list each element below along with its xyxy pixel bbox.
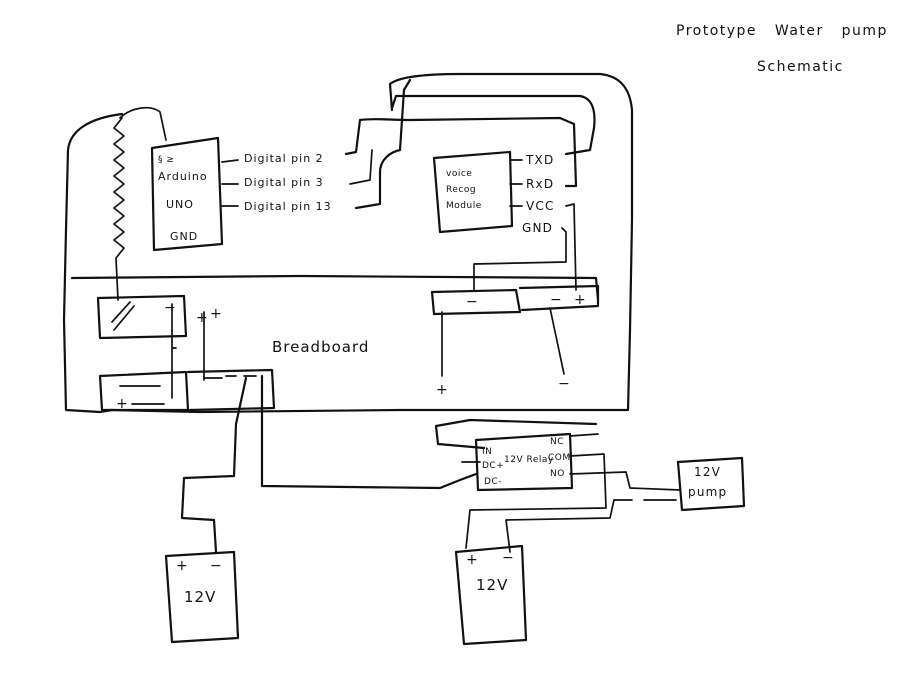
voice-vcc-label: VCC — [526, 199, 555, 213]
wire-left-rail-dash — [119, 385, 165, 405]
voice-module-line1: voice — [446, 169, 472, 179]
wire-txd-loop — [390, 94, 596, 156]
wire-left-rail-vertical — [171, 303, 177, 399]
battery-right-label: 12V — [476, 576, 508, 594]
relay-label: 12V Relay — [504, 455, 554, 465]
battery-left-label: 12V — [184, 588, 216, 606]
wire-pin2-to-rxd — [344, 116, 578, 188]
relay-no-label: NO — [550, 469, 565, 479]
wire-pin13-to-module — [354, 78, 412, 210]
relay-com-label: COM — [548, 453, 571, 463]
wire-relay-nc — [569, 433, 599, 437]
pump-label-line2: pump — [688, 485, 727, 499]
rail-left-plus-bottom: + — [116, 396, 128, 412]
battery-right-plus: + — [466, 552, 478, 568]
wire-zigzag — [113, 117, 125, 301]
breadboard-label: Breadboard — [272, 338, 369, 356]
battery-right-body — [454, 544, 528, 646]
voice-gnd-label: GND — [522, 221, 553, 235]
voice-module-line3: Module — [446, 201, 482, 211]
wire-voice-gnd-down — [473, 227, 567, 291]
relay-dc-plus-label: DC+ — [482, 461, 504, 471]
relay-dc-minus-label: DC- — [484, 477, 502, 487]
wire-pin3-down — [349, 149, 373, 185]
pin-13-label: Digital pin 13 — [244, 200, 332, 213]
rail-left-minus-top: − — [164, 300, 176, 316]
arduino-icon-glyph: § ≥ — [158, 155, 174, 165]
rail-plus-bottom: + — [436, 382, 448, 398]
wire-relay-in — [434, 418, 598, 450]
arduino-label: Arduino — [158, 170, 208, 183]
wire-right-battery-minus — [505, 499, 633, 553]
breadboard-rail-top-right-b — [518, 284, 600, 312]
rail-centre-plus-2: + — [210, 306, 222, 322]
relay-in-label: IN — [482, 447, 492, 457]
wire-relay-com — [465, 453, 607, 549]
battery-right-minus: − — [502, 550, 514, 566]
arduino-board — [150, 136, 224, 252]
pin-2-label: Digital pin 2 — [244, 152, 324, 165]
title-line-1: Prototype Water pump — [676, 23, 888, 39]
wire-to-battery-left-a — [180, 376, 248, 554]
breadboard-rail-centre — [186, 368, 276, 412]
relay-body — [474, 432, 574, 492]
rail-tr-minus: − — [466, 294, 478, 310]
voice-rxd-label: RxD — [526, 177, 554, 191]
rail-left-diagonal — [111, 301, 135, 331]
pump-label-line1: 12V — [694, 465, 721, 479]
breadboard-rail-left-bottom — [98, 370, 190, 412]
rail-tr-minus-b: − — [550, 292, 562, 308]
breadboard-rail-top-right-a — [430, 288, 522, 316]
title-line-2: Schematic — [757, 59, 844, 75]
wire-rail-down-minus — [549, 307, 565, 375]
wire-centre-vertical — [203, 311, 223, 381]
wire-voice-vcc-down — [565, 203, 577, 291]
wire-relay-no — [569, 471, 681, 491]
rail-centre-plus: + — [196, 310, 208, 326]
wire-outer-right-loop — [108, 72, 634, 414]
voice-txd-label: TXD — [525, 153, 554, 167]
relay-nc-label: NC — [550, 437, 564, 447]
voice-module-line2: Recog — [446, 185, 476, 195]
battery-left-plus: + — [176, 558, 188, 574]
arduino-uno-label: UNO — [166, 198, 194, 211]
wire-pin2-tick — [221, 159, 239, 163]
breadboard-rail-left — [96, 294, 188, 340]
pin-3-label: Digital pin 3 — [244, 176, 324, 189]
battery-left-minus: − — [210, 558, 222, 574]
voice-module-board — [432, 150, 514, 234]
wire-outer-left-loop — [62, 112, 124, 414]
pump-body — [676, 456, 746, 512]
battery-left-body — [164, 550, 240, 644]
wire-arduino-top-loop — [119, 106, 167, 141]
rail-tr-plus: + — [574, 292, 586, 308]
arduino-gnd-label: GND — [170, 230, 198, 243]
wire-to-battery-left-b — [260, 374, 478, 490]
rail-minus-bottom: − — [558, 376, 570, 392]
